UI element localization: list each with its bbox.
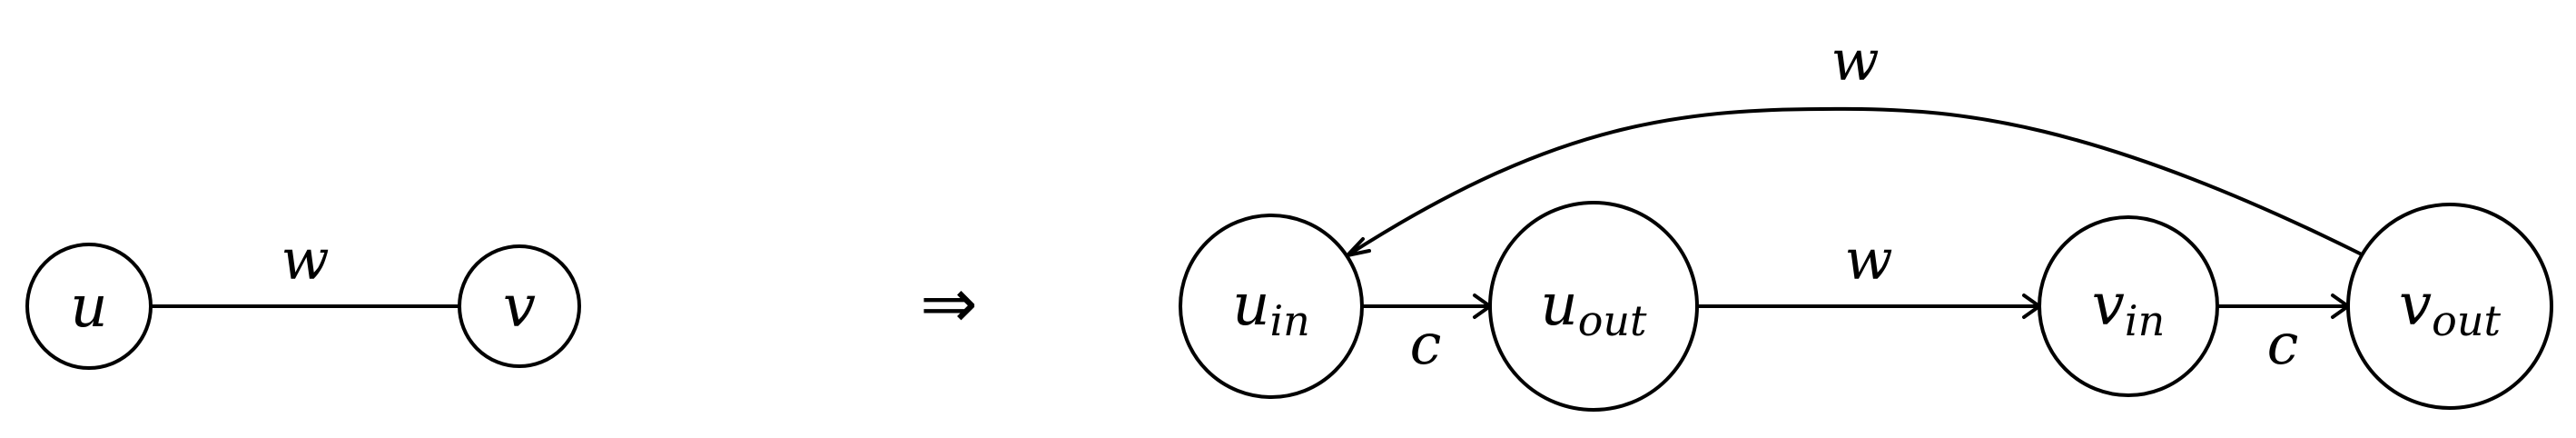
node-u-out-sub: out: [1578, 296, 1647, 345]
node-v-in-base: v: [2092, 272, 2125, 339]
node-v-out-sub: out: [2432, 296, 2501, 345]
left-graph: w u v: [25, 226, 581, 370]
node-u-in: uin: [1179, 214, 1364, 399]
node-v-label: v: [503, 274, 536, 341]
edge-vout-uin-label: w: [1831, 27, 1879, 94]
node-u-label: u: [70, 274, 107, 341]
svg-text:vin: vin: [2092, 272, 2166, 345]
svg-text:uout: uout: [1540, 272, 1647, 345]
right-graph: c w c w uin uout: [1179, 27, 2553, 412]
svg-text:uin: uin: [1232, 272, 1310, 345]
edge-u-v-label: w: [281, 226, 329, 293]
node-v: v: [458, 244, 581, 368]
node-v-out: vout: [2346, 203, 2553, 410]
svg-text:vout: vout: [2399, 272, 2501, 345]
implies-symbol: ⇒: [920, 263, 978, 343]
edge-vin-vout-label: c: [2267, 311, 2299, 377]
node-u-out: uout: [1488, 201, 1699, 412]
node-u-in-sub: in: [1269, 296, 1309, 345]
node-u: u: [25, 243, 153, 370]
edge-uin-uout-label: c: [1410, 311, 1442, 377]
node-u-in-base: u: [1232, 272, 1269, 339]
edge-uout-vin: [1697, 294, 2041, 319]
node-v-out-base: v: [2399, 272, 2432, 339]
node-u-out-base: u: [1540, 272, 1577, 339]
node-v-in: vin: [2038, 215, 2219, 397]
edge-uout-vin-label: w: [1844, 226, 1892, 293]
node-v-in-sub: in: [2125, 296, 2165, 345]
